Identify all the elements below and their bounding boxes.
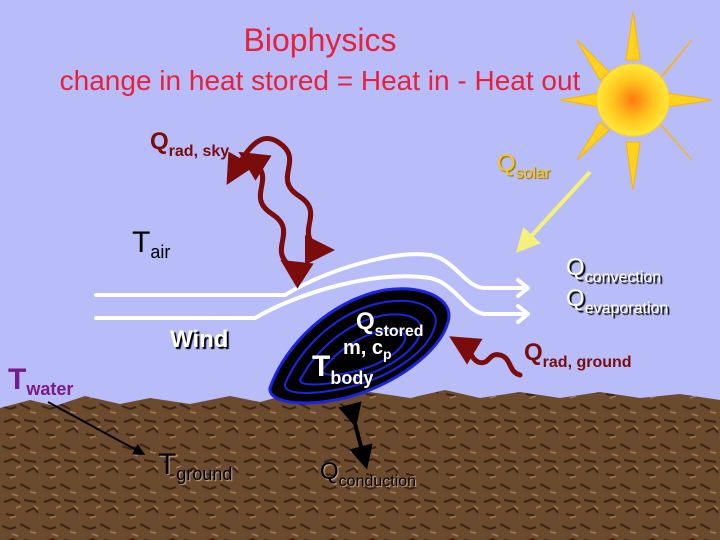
conduction-arrow — [338, 401, 373, 470]
body-organism — [268, 287, 451, 405]
label-q-rad-ground: Qrad, ground — [524, 339, 632, 371]
label-t-water: Twater — [8, 363, 74, 399]
label-m-cp: m, cp — [343, 337, 392, 362]
label-t-body: Tbody — [312, 350, 374, 388]
label-q-rad-sky: Qrad, sky — [150, 128, 230, 160]
water-ground-arrow — [47, 401, 146, 455]
label-q-solar: Qsolar — [497, 150, 551, 182]
wind-lines — [94, 252, 530, 324]
radiation-ground-arrow — [449, 336, 523, 378]
radiation-sky-arrows — [226, 136, 323, 289]
sun-icon — [559, 11, 713, 191]
label-q-convection: Qconvection — [566, 254, 662, 286]
solar-arrow — [515, 170, 592, 253]
label-t-air: Tair — [132, 226, 171, 262]
label-q-evaporation: Qevaporation — [566, 285, 669, 317]
label-t-ground: Tground — [158, 448, 233, 484]
label-q-conduction: Qconduction — [320, 458, 417, 490]
label-q-stored: Qstored — [356, 308, 424, 340]
diagram-subtitle: change in heat stored = Heat in - Heat o… — [59, 65, 581, 96]
label-wind: Wind — [170, 326, 229, 353]
diagram-title: Biophysics — [243, 22, 397, 58]
